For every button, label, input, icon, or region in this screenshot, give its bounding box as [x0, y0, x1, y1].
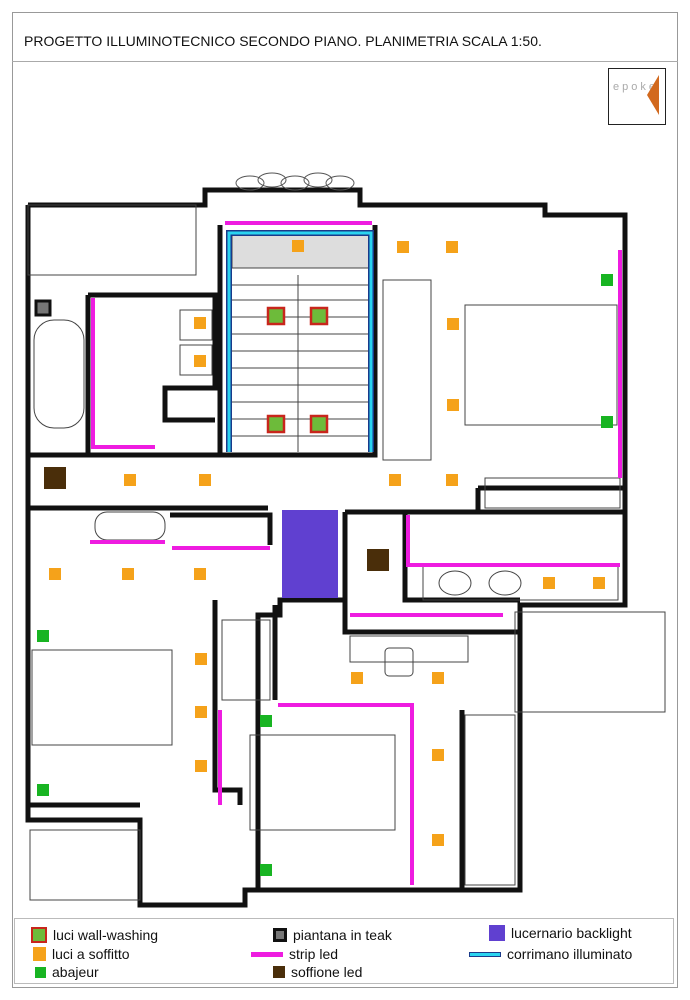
lucernario-backlight [282, 510, 338, 598]
legend-item-wall-washing: luci wall-washing [31, 927, 158, 943]
double-bed [464, 304, 618, 426]
wardrobe-3 [221, 619, 271, 701]
luci-wall-washing [266, 306, 329, 434]
toilet [179, 344, 213, 376]
wardrobe-4 [464, 714, 516, 886]
sheet-frame [12, 12, 678, 988]
wardrobe-2 [484, 477, 621, 509]
abajeur-swatch-icon [35, 966, 46, 978]
legend-label: strip led [289, 946, 339, 962]
corrimano-swatch-icon [469, 951, 501, 957]
legend-item-ceiling: luci a soffitto [33, 946, 130, 962]
terrace [29, 829, 141, 901]
piantana-swatch-icon [273, 928, 287, 942]
legend-item-soffione: soffione led [273, 964, 362, 980]
legend-label: piantana in teak [293, 927, 392, 943]
legend-label: corrimano illuminato [507, 946, 633, 962]
legend-item-strip-led: strip led [251, 946, 338, 962]
legend-label: luci wall-washing [53, 927, 159, 943]
legend-label: abajeur [52, 964, 99, 980]
balcony-left [27, 204, 197, 276]
legend-label: soffione led [291, 964, 363, 980]
legend-item-abajeur: abajeur [35, 964, 99, 980]
sheet-title: PROGETTO ILLUMINOTECNICO SECONDO PIANO. … [24, 33, 542, 49]
abajeur-lights [37, 274, 613, 876]
strip-led-swatch-icon [251, 951, 283, 957]
legend-item-corrimano: corrimano illuminato [469, 946, 632, 962]
luci-a-soffitto [49, 240, 605, 846]
epoke-logo: epoke [608, 68, 666, 125]
soffione-led [44, 467, 389, 571]
strip-leds [90, 221, 622, 885]
legend-label: lucernario backlight [511, 925, 632, 941]
piantana-in-teak [34, 299, 52, 317]
sink [94, 511, 166, 541]
balcony [514, 611, 666, 713]
title-bar [12, 12, 678, 62]
wall-washing-swatch-icon [31, 927, 47, 943]
bed-left [31, 649, 173, 746]
legend-item-piantana: piantana in teak [273, 927, 392, 943]
legend: luci wall-washing luci a soffitto abajeu… [14, 918, 674, 984]
plants [235, 172, 355, 191]
stairs [232, 275, 370, 452]
bed-right [249, 734, 396, 831]
logo-mark-icon [647, 75, 659, 115]
wardrobe [382, 279, 432, 461]
bathtub [33, 319, 85, 429]
soffione-swatch-icon [273, 966, 285, 978]
legend-item-lucernario: lucernario backlight [489, 925, 632, 941]
lucernario-swatch-icon [489, 925, 505, 941]
bidet [179, 309, 213, 341]
ceiling-light-swatch-icon [33, 947, 46, 961]
legend-label: luci a soffitto [52, 946, 130, 962]
chair [384, 647, 414, 677]
logo-text: epoke [613, 81, 658, 93]
desk [349, 635, 469, 663]
